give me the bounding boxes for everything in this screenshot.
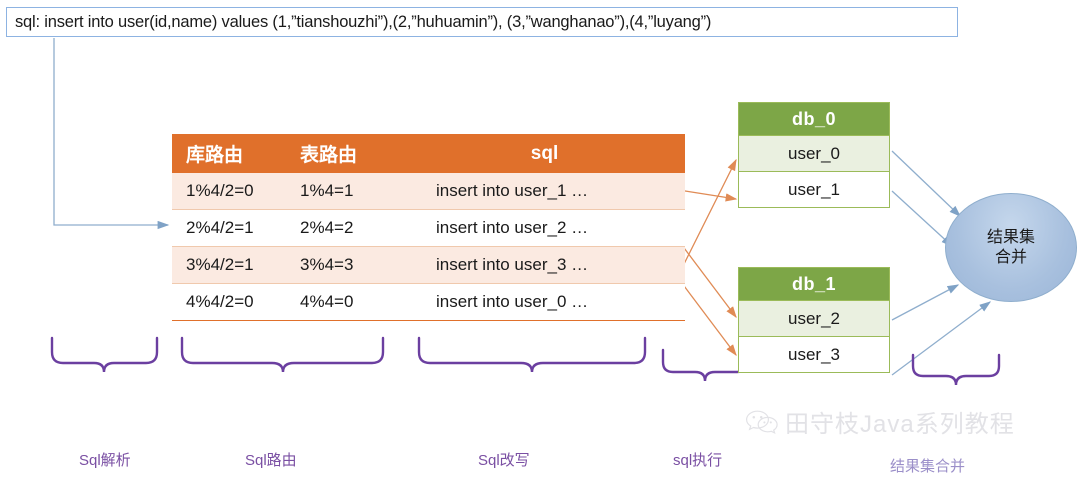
cell-db-route: 3%4/2=1 <box>172 246 294 284</box>
brace-result-merge <box>911 353 1001 386</box>
cell-table-route: 1%4=1 <box>294 173 404 210</box>
shard-table-user-3: user_3 <box>739 336 889 372</box>
shard-table-user-1: user_1 <box>739 171 889 207</box>
brace-sql-route <box>180 336 385 373</box>
shard-table-user-0: user_0 <box>739 135 889 171</box>
connector-shard-to-merge-2 <box>891 190 953 247</box>
cell-db-route: 1%4/2=0 <box>172 173 294 210</box>
column-header-db-route: 库路由 <box>172 134 294 173</box>
cell-db-route: 4%4/2=0 <box>172 283 294 321</box>
cell-sql: insert into user_1 … <box>404 173 685 210</box>
cell-table-route: 3%4=3 <box>294 246 404 284</box>
result-merge-node: 结果集 合并 <box>945 193 1077 302</box>
stage-label-sql-route: Sql路由 <box>245 452 297 469</box>
connector-shard-to-merge-3 <box>891 284 960 321</box>
cell-sql: insert into user_0 … <box>404 283 685 321</box>
stage-label-sql-rewrite: Sql改写 <box>478 452 530 469</box>
routing-table: 库路由 表路由 sql 1%4/2=0 1%4=1 insert into us… <box>172 134 685 321</box>
table-row: 2%4/2=1 2%4=2 insert into user_2 … <box>172 209 685 247</box>
connector-shard-to-merge-1 <box>891 150 961 217</box>
database-name-db-1: db_1 <box>739 268 889 300</box>
database-box-db-1: db_1 user_2 user_3 <box>738 267 890 373</box>
cell-table-route: 4%4=0 <box>294 283 404 321</box>
stage-label-sql-execute: sql执行 <box>673 452 723 469</box>
cell-table-route: 2%4=2 <box>294 209 404 247</box>
column-header-sql: sql <box>404 134 685 173</box>
sql-statement-text: sql: insert into user(id,name) values (1… <box>15 12 712 31</box>
table-row: 3%4/2=1 3%4=3 insert into user_3 … <box>172 246 685 284</box>
cell-sql: insert into user_3 … <box>404 246 685 284</box>
stage-label-result-merge: 结果集合并 <box>890 458 966 475</box>
connector-shard-to-merge-4 <box>891 301 992 376</box>
cell-db-route: 2%4/2=1 <box>172 209 294 247</box>
merge-label-line-2: 合并 <box>994 248 1027 266</box>
table-row: 4%4/2=0 4%4=0 insert into user_0 … <box>172 283 685 321</box>
brace-sql-parse <box>50 336 159 373</box>
database-box-db-0: db_0 user_0 user_1 <box>738 102 890 208</box>
stage-label-sql-parse: Sql解析 <box>79 452 131 469</box>
cell-sql: insert into user_2 … <box>404 209 685 247</box>
connector-sql-to-table <box>53 38 170 230</box>
column-header-table-route: 表路由 <box>294 134 404 173</box>
shard-table-user-2: user_2 <box>739 300 889 336</box>
brace-sql-execute <box>661 348 749 382</box>
sql-statement-box: sql: insert into user(id,name) values (1… <box>6 7 958 37</box>
database-name-db-0: db_0 <box>739 103 889 135</box>
table-header-row: 库路由 表路由 sql <box>172 134 685 173</box>
table-row: 1%4/2=0 1%4=1 insert into user_1 … <box>172 173 685 210</box>
brace-sql-rewrite <box>417 336 647 373</box>
merge-label-line-1: 结果集 <box>986 228 1035 246</box>
